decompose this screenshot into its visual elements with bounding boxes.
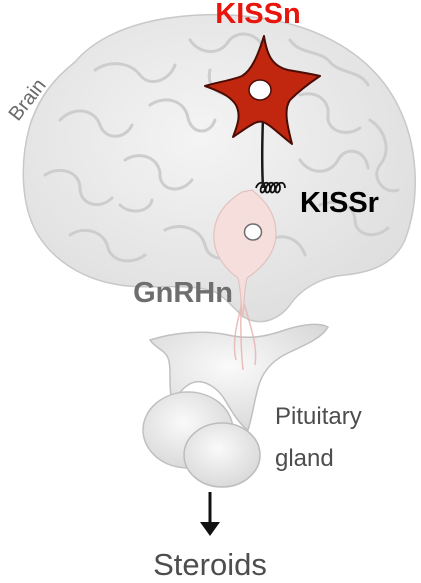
pituitary-label-line1: Pituitary	[275, 403, 362, 430]
gnrh-neuron-nucleus	[245, 224, 262, 240]
gnrh-neuron-label: GnRHn	[133, 277, 233, 309]
pituitary-label-line2: gland	[275, 445, 334, 472]
brain-outline	[23, 15, 415, 322]
steroids-arrow	[200, 492, 220, 536]
kiss-neuron-nucleus	[249, 80, 271, 100]
pituitary-posterior-lobe	[184, 423, 260, 487]
brain-illustration	[23, 15, 415, 322]
steroids-label: Steroids	[153, 547, 267, 582]
kiss-receptor-label: KISSr	[300, 187, 379, 219]
kiss-neuron-label: KISSn	[215, 0, 300, 30]
kiss-neuron-axon	[262, 118, 263, 188]
